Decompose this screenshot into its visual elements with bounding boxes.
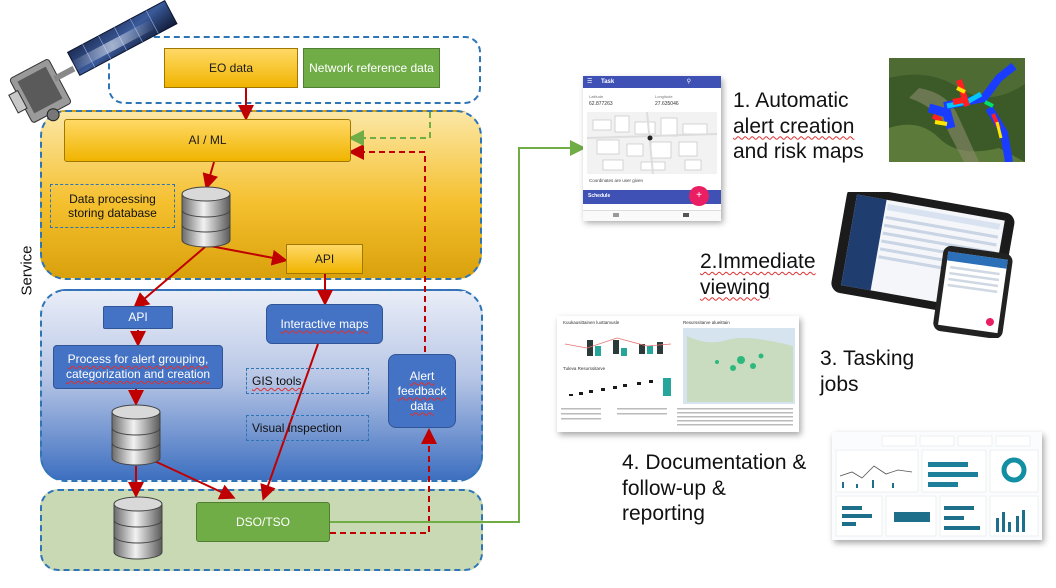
step-4-text: 4. Documentation & follow-up & reporting <box>622 451 807 526</box>
lon-label: Longitude <box>655 94 673 99</box>
arrow-db-to-apileft <box>132 246 206 309</box>
api-top-box: API <box>286 244 363 274</box>
schedule-label: Schedule <box>588 193 611 199</box>
arrow-network-to-ai <box>348 112 431 146</box>
operator-database-icon <box>113 496 163 560</box>
arrow-db2-to-dso <box>147 457 236 500</box>
database-icon <box>181 186 231 248</box>
network-reference-box: Network reference data <box>303 48 440 88</box>
dashboard-bottom-title: Tuleva Resurssitarve <box>563 366 606 371</box>
alert-feedback-box: Alert feedback data <box>388 354 456 428</box>
arrow-db-to-api <box>204 244 288 266</box>
arrow-ai-to-db <box>202 161 219 190</box>
arrow-feedback-to-ai <box>348 144 426 352</box>
interactive-maps-box: Interactive maps <box>266 304 383 344</box>
gis-tools-label: GIS tools <box>246 368 369 394</box>
menu-icon: ☰ <box>587 79 593 85</box>
nav-list-icon <box>613 213 619 217</box>
resource-dashboard-screenshot: Kuukausittainen luottamusle Resurssitarv… <box>557 316 799 432</box>
app-bottom-nav <box>583 210 721 221</box>
process-alert-label: Process for alert grouping, categorizati… <box>65 352 211 381</box>
lon-value: 27.635046 <box>655 101 679 107</box>
ai-ml-box: AI / ML <box>64 119 351 162</box>
alert-database-icon <box>111 404 161 466</box>
report-dashboard-screenshot <box>832 432 1042 540</box>
app-title: Task <box>601 79 615 85</box>
process-alert-box: Process for alert grouping, categorizati… <box>53 345 223 389</box>
dashboard-charts <box>561 328 795 426</box>
risk-map-image <box>889 58 1025 162</box>
nav-calendar-icon <box>683 213 689 217</box>
interactive-maps-label: Interactive maps <box>280 316 369 331</box>
dashboard-right-title: Resurssitarve alueittain <box>683 320 730 325</box>
arrow-maps-to-dso <box>260 343 319 501</box>
api-left-box: API <box>103 306 173 329</box>
app-header: ☰ Task ⚲ <box>583 76 721 88</box>
dso-tso-box: DSO/TSO <box>196 502 330 542</box>
report-charts <box>835 435 1039 537</box>
arrow-dso-to-feedback <box>330 428 437 534</box>
coords-note: Coordinates are user given <box>589 178 644 183</box>
task-app-screenshot: ☰ Task ⚲ Latitude 62.877263 Longitude 27… <box>583 76 721 221</box>
lat-label: Latitude <box>589 94 604 99</box>
add-fab-button: + <box>689 186 709 206</box>
arrow-dso-to-apps <box>330 140 586 523</box>
satellite-image <box>8 0 178 123</box>
task-map <box>587 112 717 174</box>
schedule-bar: Schedule <box>583 190 721 204</box>
alert-feedback-label: Alert feedback data <box>397 368 447 413</box>
step-2-text: 2.Immediate viewing <box>700 250 816 299</box>
lat-value: 62.877263 <box>589 101 613 107</box>
step-3-text: 3. Tasking jobs <box>820 347 915 396</box>
eo-data-box: EO data <box>164 48 298 88</box>
step-1-text: 1. Automatic alert creation and risk map… <box>733 89 864 164</box>
search-icon: ⚲ <box>686 79 691 85</box>
data-processing-label: Data processing storing database <box>50 184 175 228</box>
tablet-phone-image <box>831 192 1015 338</box>
dashboard-left-title: Kuukausittainen luottamusle <box>563 320 620 325</box>
visual-inspection-label: Visual inspection <box>246 415 369 441</box>
